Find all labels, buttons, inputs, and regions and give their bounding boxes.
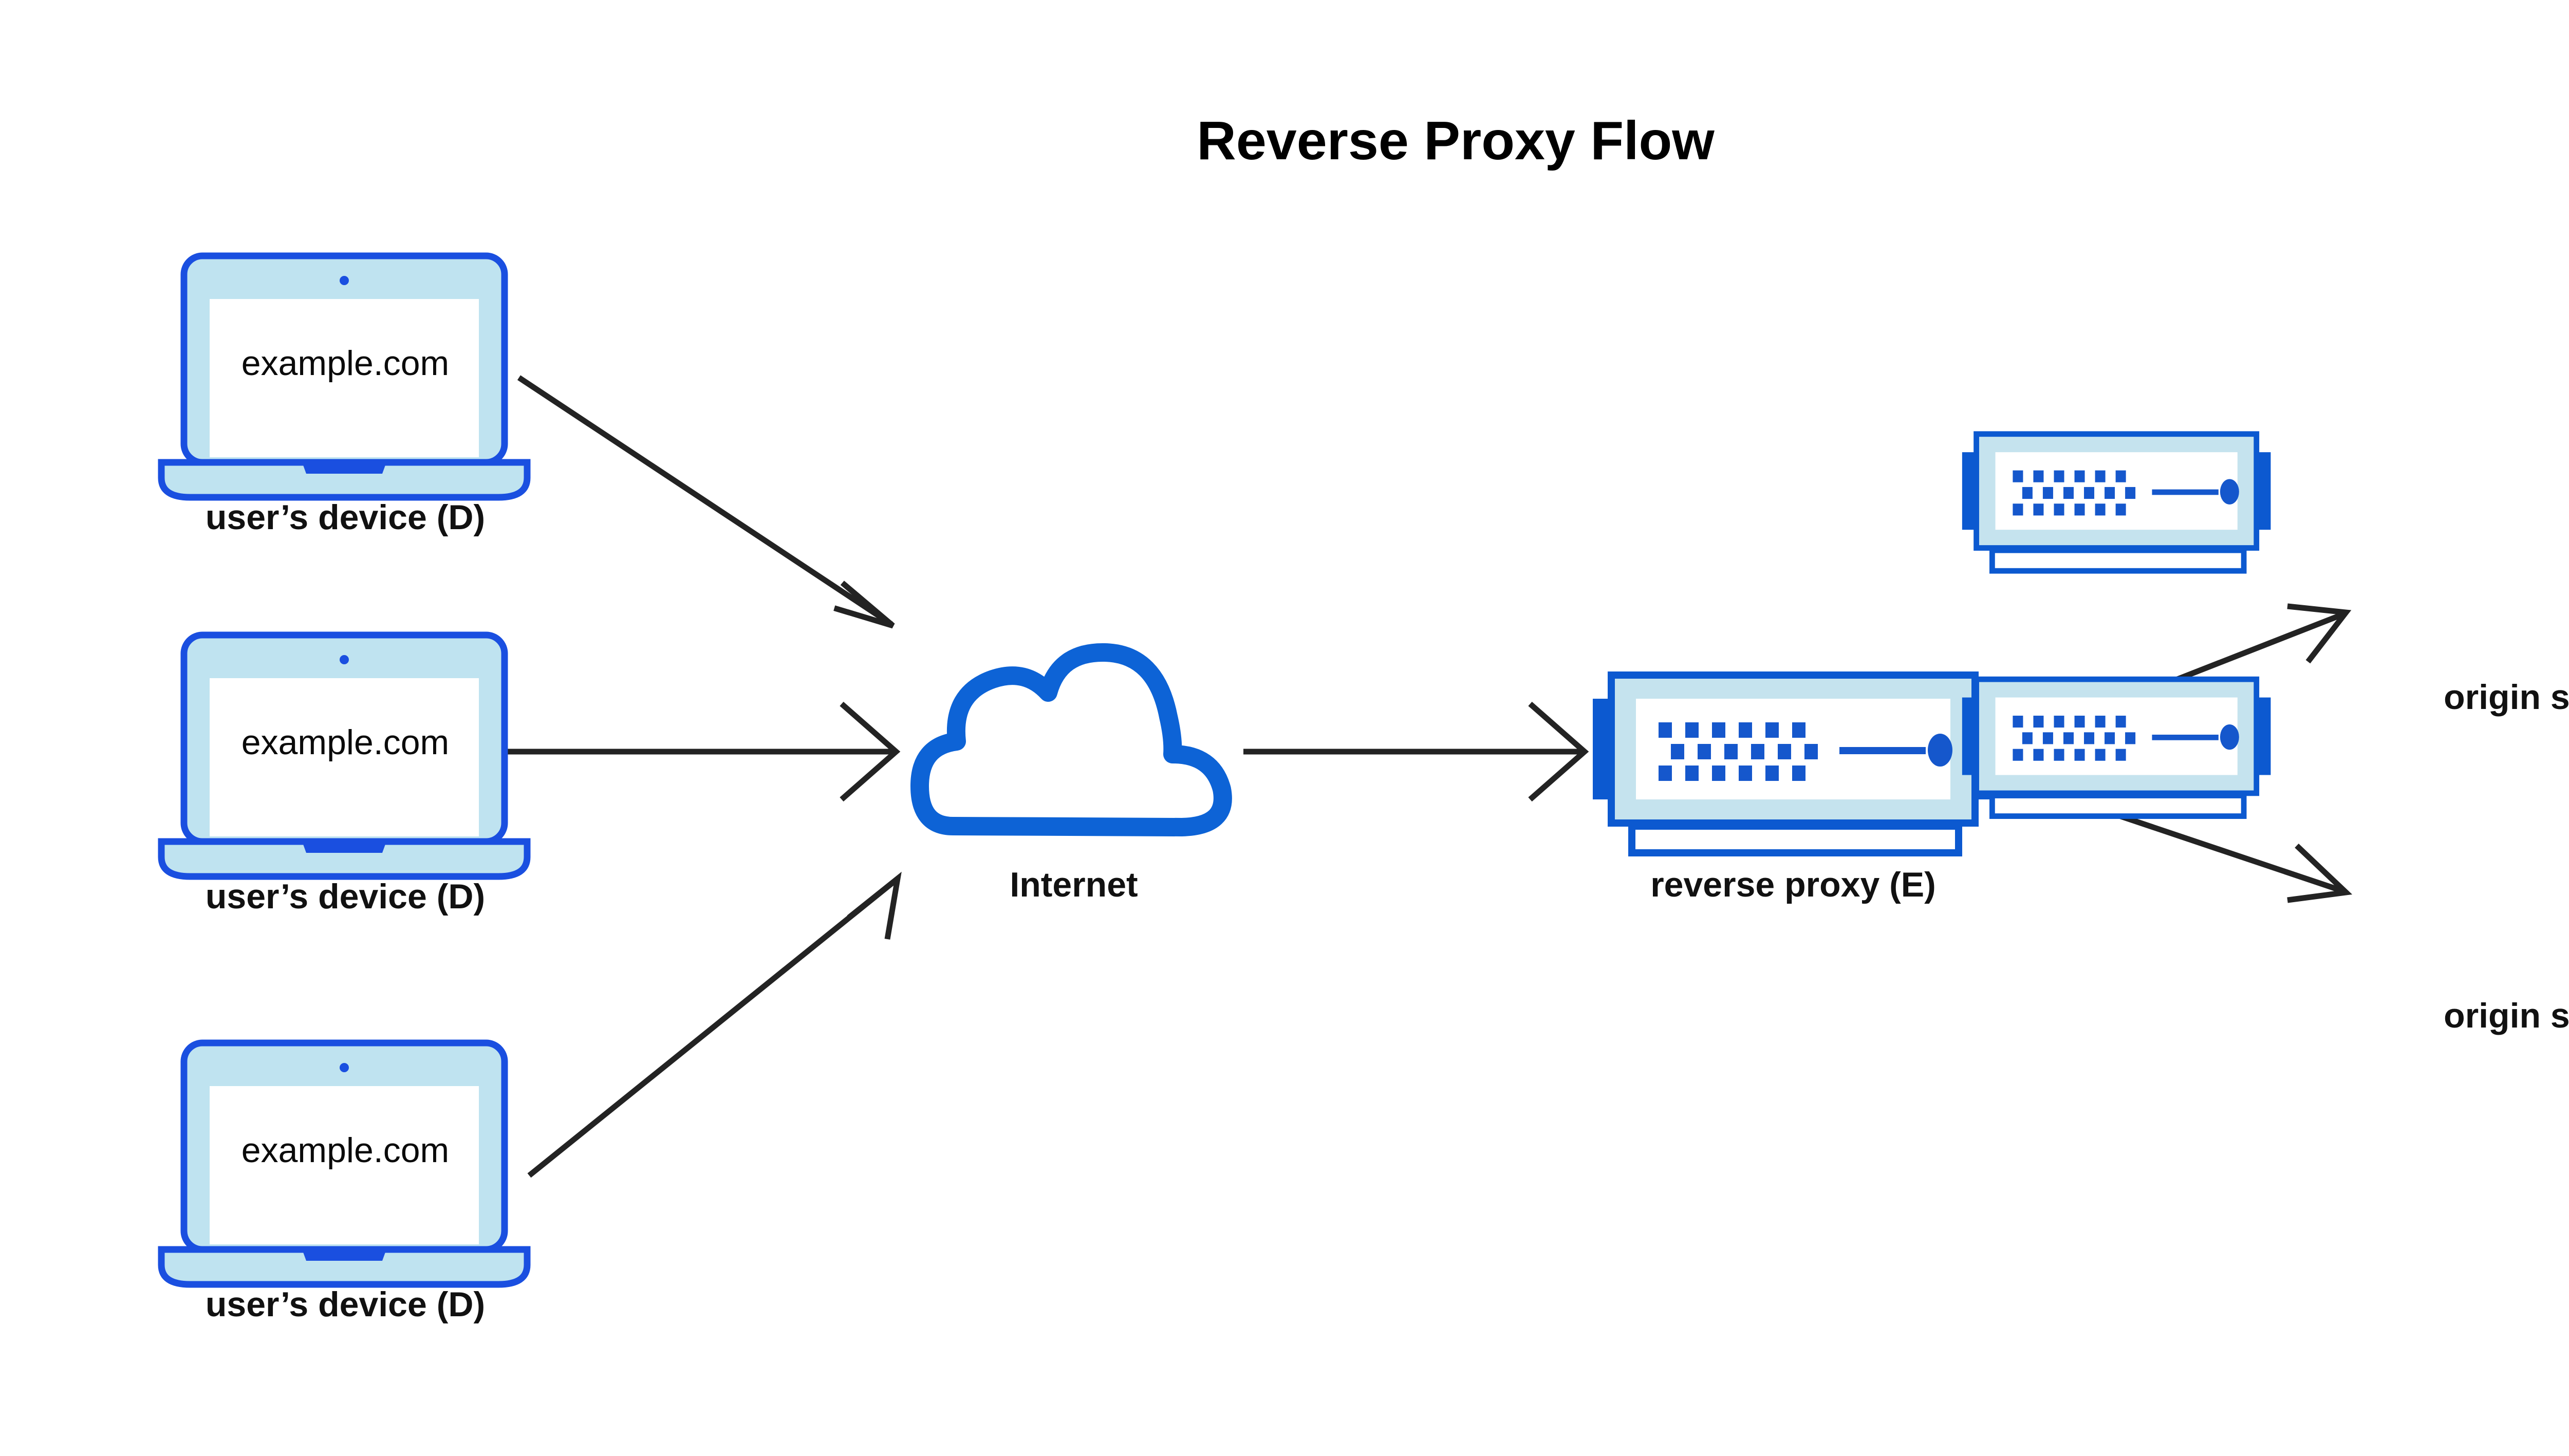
screen-url-text: example.com: [241, 344, 449, 383]
client-device-middle[interactable]: example.com user’s device (D): [161, 635, 527, 916]
client-device-top[interactable]: example.com user’s device (D): [161, 256, 527, 537]
screen-url-text: example.com: [241, 1131, 449, 1170]
origin-server-bottom-node[interactable]: origin server (F): [1962, 679, 2569, 1035]
reverse-proxy-label: reverse proxy (E): [1650, 865, 1936, 904]
cloud-icon: [910, 643, 1232, 836]
arrowhead-icon: [833, 581, 895, 629]
arrowhead-icon: [847, 871, 902, 940]
diagram-title: Reverse Proxy Flow: [1197, 110, 1715, 171]
client-device-bottom[interactable]: example.com user’s device (D): [161, 1043, 527, 1324]
edge-client-top-to-internet: [517, 375, 895, 629]
arrowhead-icon: [2287, 844, 2353, 903]
screen-url-text: example.com: [241, 723, 449, 762]
edge-client-middle-to-internet: [501, 701, 901, 802]
arrowhead-icon: [1528, 701, 1589, 802]
edge-client-bottom-to-internet: [527, 871, 902, 1178]
client-device-bottom-label: user’s device (D): [206, 1285, 485, 1324]
client-device-top-label: user’s device (D): [206, 498, 485, 537]
edge-internet-to-proxy: [1243, 701, 1589, 802]
origin-server-top-label: origin server (F): [2444, 678, 2569, 717]
reverse-proxy-node[interactable]: reverse proxy (E): [1593, 675, 1994, 904]
client-device-middle-label: user’s device (D): [206, 877, 485, 916]
origin-server-top-node[interactable]: origin server (F): [1962, 434, 2569, 717]
origin-server-bottom-label: origin server (F): [2444, 996, 2569, 1035]
internet-cloud-node[interactable]: Internet: [910, 643, 1232, 904]
arrowhead-icon: [840, 701, 901, 802]
arrowhead-icon: [2287, 603, 2352, 664]
internet-cloud-label: Internet: [1010, 865, 1138, 904]
